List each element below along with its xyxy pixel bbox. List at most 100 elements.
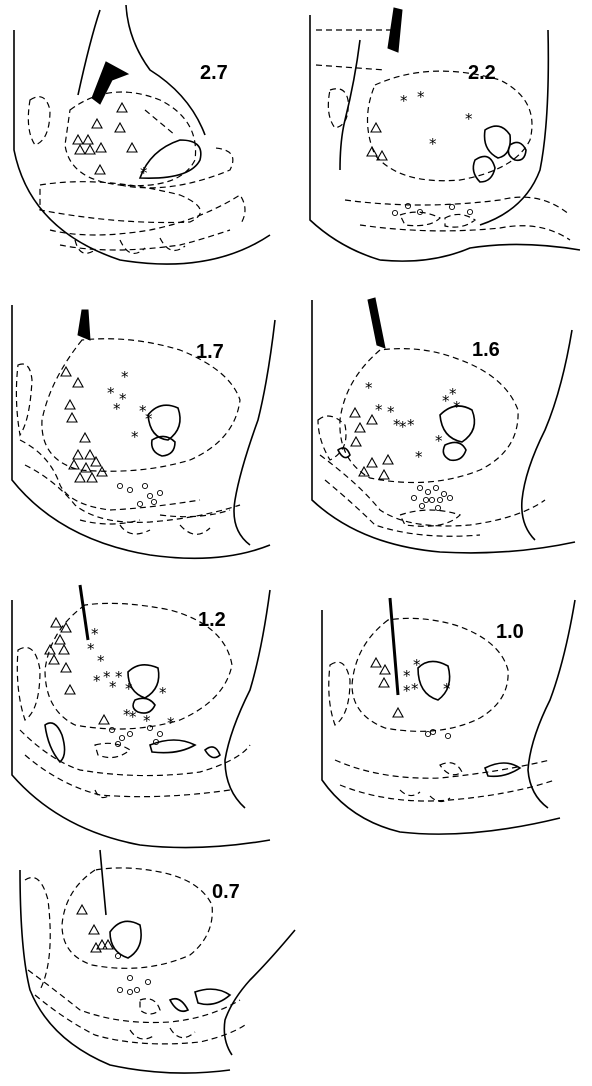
circle-marker bbox=[127, 487, 132, 492]
triangle-marker bbox=[49, 655, 59, 664]
panel-label: 1.6 bbox=[472, 339, 500, 361]
section-panel-1-7: 1.7 bbox=[12, 305, 275, 558]
circle-marker bbox=[117, 987, 122, 992]
section-panel-1-6: 1.6 bbox=[312, 298, 575, 553]
triangle-marker bbox=[379, 470, 389, 479]
star-marker: * bbox=[93, 672, 101, 690]
star-marker: * bbox=[113, 400, 121, 418]
circle-marker bbox=[417, 485, 422, 490]
star-marker: * bbox=[417, 88, 425, 106]
triangle-marker bbox=[99, 715, 109, 724]
star-marker: * bbox=[413, 656, 421, 674]
section-panel-2-2: 2.2 bbox=[310, 8, 580, 261]
circle-marker bbox=[147, 493, 152, 498]
triangle-marker bbox=[89, 925, 99, 934]
star-marker: * bbox=[129, 708, 137, 726]
star-marker: * bbox=[435, 432, 443, 450]
circle-marker bbox=[425, 731, 430, 736]
panel-label: 1.7 bbox=[196, 341, 224, 363]
panel-label: 2.7 bbox=[200, 62, 228, 84]
triangle-marker bbox=[117, 103, 127, 112]
circle-marker bbox=[429, 497, 434, 502]
triangle-marker bbox=[77, 905, 87, 914]
triangle-marker bbox=[45, 645, 55, 654]
triangle-marker bbox=[92, 119, 102, 128]
circle-marker bbox=[405, 203, 410, 208]
star-marker: * bbox=[399, 418, 407, 436]
triangle-marker bbox=[371, 658, 381, 667]
circle-marker bbox=[117, 483, 122, 488]
circle-marker bbox=[151, 499, 156, 504]
circle-marker bbox=[433, 485, 438, 490]
star-marker: * bbox=[87, 640, 95, 658]
circle-marker bbox=[447, 495, 452, 500]
star-marker: * bbox=[159, 684, 167, 702]
triangle-marker bbox=[61, 663, 71, 672]
star-marker: * bbox=[131, 428, 139, 446]
section-panel-2-7: 2.7 bbox=[14, 5, 270, 264]
triangle-marker bbox=[383, 455, 393, 464]
star-marker: * bbox=[115, 668, 123, 686]
circle-marker bbox=[423, 497, 428, 502]
star-marker: * bbox=[411, 680, 419, 698]
circle-marker bbox=[115, 953, 120, 958]
circle-marker bbox=[134, 987, 139, 992]
triangle-marker bbox=[73, 135, 83, 144]
triangle-marker bbox=[73, 450, 83, 459]
circle-marker bbox=[109, 727, 114, 732]
section-panel-1-2: 1.2 bbox=[12, 585, 270, 848]
triangle-marker bbox=[85, 145, 95, 154]
triangle-marker bbox=[115, 123, 125, 132]
triangle-marker bbox=[379, 678, 389, 687]
circle-marker bbox=[435, 505, 440, 510]
triangle-marker bbox=[91, 457, 101, 466]
star-marker: * bbox=[415, 448, 423, 466]
circle-marker bbox=[449, 204, 454, 209]
circle-marker bbox=[430, 729, 435, 734]
triangle-marker bbox=[75, 473, 85, 482]
circle-marker bbox=[127, 731, 132, 736]
circle-marker bbox=[411, 495, 416, 500]
circle-marker bbox=[145, 979, 150, 984]
triangle-marker bbox=[393, 708, 403, 717]
star-marker: * bbox=[365, 379, 373, 397]
triangle-marker bbox=[65, 400, 75, 409]
circle-marker bbox=[467, 209, 472, 214]
star-marker: * bbox=[403, 682, 411, 700]
triangle-marker bbox=[61, 623, 71, 632]
section-panel-0-7: 0.7 bbox=[20, 850, 295, 1073]
triangle-marker bbox=[355, 423, 365, 432]
triangle-marker bbox=[371, 123, 381, 132]
star-marker: * bbox=[407, 416, 415, 434]
star-marker: * bbox=[125, 680, 133, 698]
circle-marker bbox=[441, 491, 446, 496]
triangle-marker bbox=[351, 437, 361, 446]
circle-marker bbox=[445, 733, 450, 738]
cannula-track bbox=[92, 62, 128, 104]
circle-marker bbox=[437, 497, 442, 502]
circle-marker bbox=[157, 490, 162, 495]
circle-marker bbox=[425, 489, 430, 494]
star-marker: * bbox=[465, 110, 473, 128]
triangle-marker bbox=[96, 143, 106, 152]
circle-marker bbox=[127, 989, 132, 994]
triangle-marker bbox=[65, 685, 75, 694]
triangle-marker bbox=[80, 433, 90, 442]
star-marker: * bbox=[443, 680, 451, 698]
circle-marker bbox=[119, 735, 124, 740]
cannula-track bbox=[368, 298, 385, 348]
circle-marker bbox=[392, 210, 397, 215]
triangle-marker bbox=[367, 458, 377, 467]
triangle-marker bbox=[380, 665, 390, 674]
triangle-marker bbox=[73, 378, 83, 387]
triangle-marker bbox=[85, 450, 95, 459]
star-marker: * bbox=[453, 398, 461, 416]
triangle-marker bbox=[51, 618, 61, 627]
panel-label: 1.0 bbox=[496, 621, 524, 643]
triangle-marker bbox=[127, 143, 137, 152]
circle-marker bbox=[157, 731, 162, 736]
triangle-marker bbox=[95, 165, 105, 174]
panel-label: 1.2 bbox=[198, 609, 226, 631]
star-marker: * bbox=[143, 712, 151, 730]
